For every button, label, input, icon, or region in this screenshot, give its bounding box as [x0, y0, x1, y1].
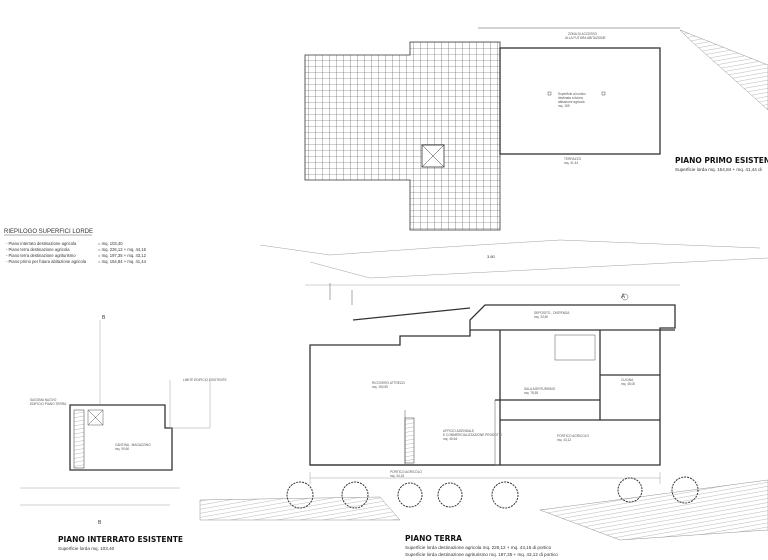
- room-label: abitazione agricola: [558, 100, 585, 104]
- room-label: PORTICO AGRICOLO: [557, 434, 590, 438]
- basement-plan: [20, 320, 211, 506]
- room-label: mq. 45,00: [621, 382, 635, 386]
- first-floor-area: Superficie lorda mq. 154,84 + mq. 41,44 …: [675, 167, 762, 172]
- room-label: SALA AGRITURISMO: [524, 387, 556, 391]
- room-label: mq. 43,12: [557, 438, 571, 442]
- ground-floor-area: Superficie lorda destinazione agriturism…: [405, 552, 558, 557]
- tree-icon: [286, 481, 314, 509]
- trees: [286, 476, 699, 509]
- first-floor-plan: [478, 27, 768, 155]
- room-label: mq. 44,16: [390, 474, 404, 478]
- basement-stairs: [73, 409, 85, 469]
- terrace-label: mq. 41,44: [564, 161, 578, 165]
- limit-label: LIMITE EDIFICIO ESISTENTE: [183, 378, 227, 382]
- room-label: DEPOSITO - DISPENSA: [534, 311, 570, 315]
- tree-icon: [341, 481, 369, 509]
- room-label: PORTICO AGRICOLO: [390, 470, 423, 474]
- summary-value: = mq. 226,12 + mq. 44,16: [98, 247, 147, 252]
- basement-title: PIANO INTERRATO ESISTENTE: [58, 535, 183, 544]
- tree-icon: [617, 477, 643, 503]
- first-floor-title: PIANO PRIMO ESISTENTE: [675, 156, 768, 165]
- outline-label: SAGOMA NUOVO: [30, 398, 57, 402]
- room-label: E COMMERCIALIZZAZIONE PRODOTTI: [443, 433, 502, 437]
- room-label: Superficie al rustico: [558, 92, 586, 96]
- ground-floor-area: Superficie lorda destinazione agricola m…: [405, 545, 552, 550]
- summary-value: = mq. 103,40: [98, 241, 123, 246]
- room-label: CANTINA - MAGAZZINO: [115, 443, 151, 447]
- room-label: mq. 33,60: [534, 315, 548, 319]
- terrace-label: TERRAZZO: [564, 157, 582, 161]
- summary-title: RIEPILOGO SUPERFICI LORDE: [4, 229, 93, 235]
- section-marker-a: A: [621, 294, 625, 300]
- roof-plan: [304, 41, 501, 231]
- summary-label: - Piano terra destinazione agriturismo: [6, 253, 76, 258]
- room-label: mq. 150,55: [372, 385, 388, 389]
- summary-value: = mq. 154,84 + mq. 41,44: [98, 259, 147, 264]
- room-label: CUCINA: [621, 378, 634, 382]
- basement-area: Superficie lorda mq. 103,40: [58, 546, 115, 551]
- section-marker-b: B: [102, 315, 106, 321]
- tree-icon: [397, 482, 423, 508]
- summary-label: - Piano primo per futura abitazione agri…: [6, 259, 87, 264]
- room-label: UFFICIO AZIENDALE: [443, 429, 474, 433]
- room-label: RICOVERO ATTREZZI: [372, 381, 405, 385]
- summary-value: = mq. 197,35 + mq. 43,12: [98, 253, 147, 258]
- access-zone-label: ZONA DI ACCESSO: [568, 32, 598, 36]
- room-label: mq. 90,60: [115, 447, 129, 451]
- summary-label: - Piano interrato destinazione agricola: [6, 241, 77, 246]
- room-label: destinata a futura: [558, 96, 583, 100]
- stairs: [404, 417, 415, 464]
- tree-icon: [491, 481, 519, 509]
- ground-floor-plan: [309, 283, 676, 484]
- room-label: mq. 78,55: [524, 391, 538, 395]
- summary-label: - Piano terra destinazione agricola: [6, 247, 70, 252]
- access-zone-label: ALLA FUTURA ABITAZIONE: [565, 36, 606, 40]
- section-marker-b: B: [98, 520, 102, 526]
- room-label: mq. 45,64: [443, 437, 457, 441]
- elevation-label: 3.80: [487, 254, 496, 259]
- tree-icon: [437, 482, 463, 508]
- room-label: mq. 155: [558, 104, 570, 108]
- outline-label: EDIFICIO PIANO TERRA: [30, 402, 67, 406]
- tree-icon: [671, 476, 699, 504]
- ground-floor-title: PIANO TERRA: [405, 534, 462, 543]
